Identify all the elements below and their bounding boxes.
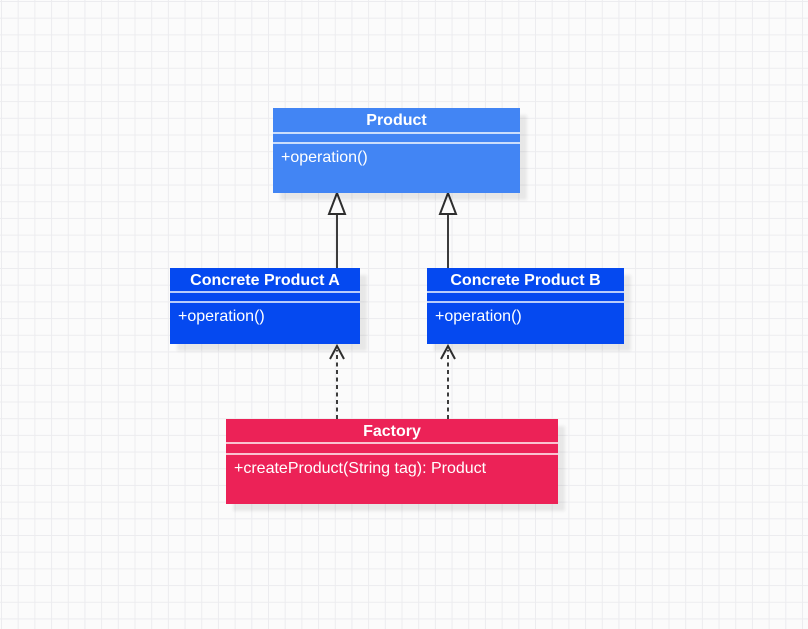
class-title: Concrete Product B <box>427 268 624 293</box>
class-box-factory[interactable]: Factory +createProduct(String tag): Prod… <box>226 419 558 504</box>
class-member: +operation() <box>435 308 522 325</box>
generalization-arrow-b-to-product[interactable] <box>438 190 458 268</box>
class-methods-compartment: +operation() <box>427 303 624 326</box>
class-methods-compartment: +operation() <box>273 144 520 167</box>
class-methods-compartment: +operation() <box>170 303 360 326</box>
class-attributes-compartment <box>273 134 520 144</box>
class-box-concrete-product-a[interactable]: Concrete Product A +operation() <box>170 268 360 344</box>
class-member: +createProduct(String tag): Product <box>234 460 487 477</box>
dependency-arrow-factory-to-a[interactable] <box>329 343 345 419</box>
class-member: +operation() <box>281 149 368 166</box>
class-attributes-compartment <box>170 293 360 303</box>
class-title: Factory <box>226 419 558 444</box>
class-attributes-compartment <box>427 293 624 303</box>
class-box-concrete-product-b[interactable]: Concrete Product B +operation() <box>427 268 624 344</box>
class-title: Product <box>273 108 520 134</box>
generalization-arrow-a-to-product[interactable] <box>327 190 347 268</box>
class-title: Concrete Product A <box>170 268 360 293</box>
class-box-product[interactable]: Product +operation() <box>273 108 520 193</box>
class-methods-compartment: +createProduct(String tag): Product <box>226 455 558 478</box>
dependency-arrow-factory-to-b[interactable] <box>440 343 456 419</box>
class-member: +operation() <box>178 308 265 325</box>
class-attributes-compartment <box>226 444 558 455</box>
